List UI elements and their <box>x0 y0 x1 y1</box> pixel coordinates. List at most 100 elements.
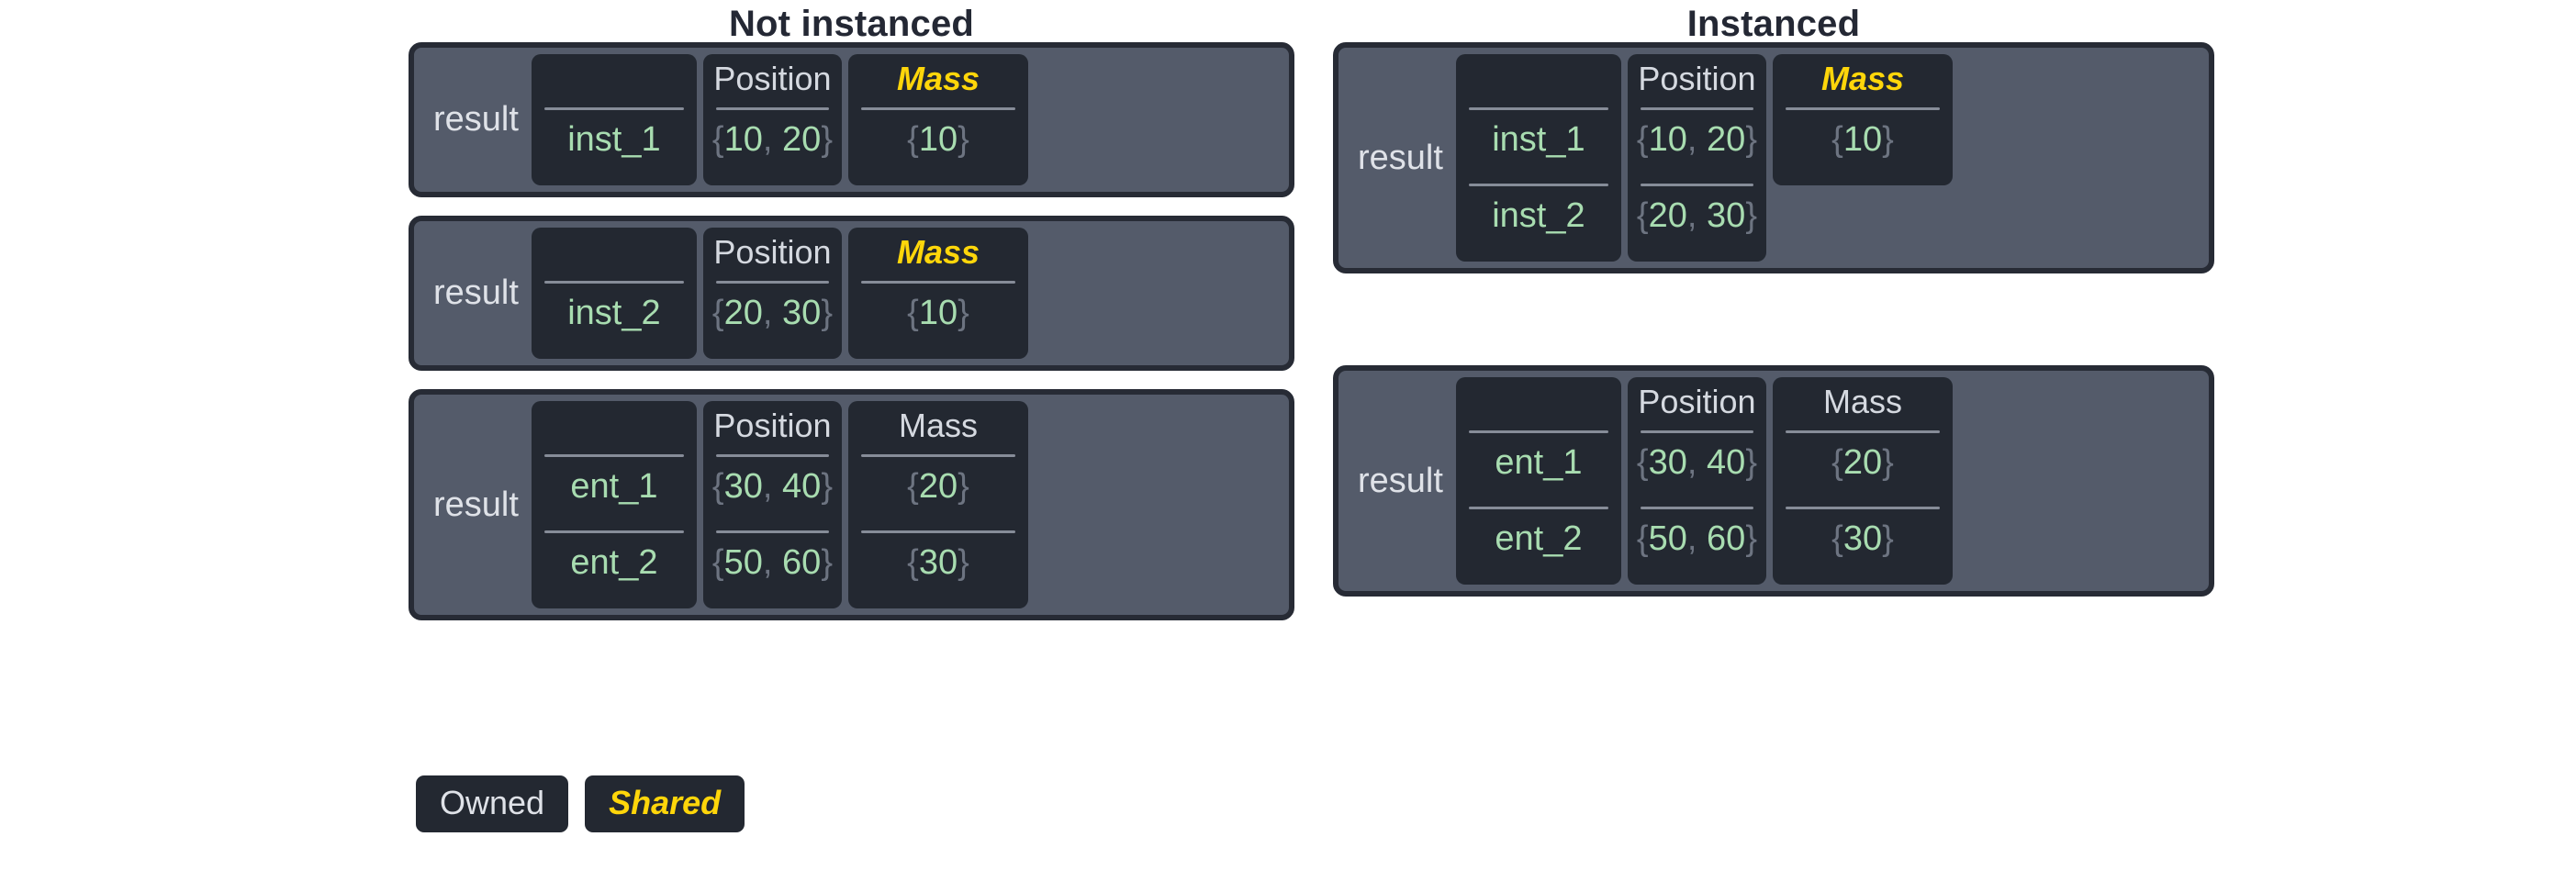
cell-divider <box>1786 430 1941 433</box>
cell-position: {20, 30} <box>1636 196 1758 235</box>
cell-mass: {20} <box>1831 443 1894 482</box>
result-table: result ent_1 ent_2 Position {30, 40} {50, 60… <box>409 389 1294 620</box>
cell-position: {10, 20} <box>711 120 834 159</box>
cell-divider <box>1640 430 1754 433</box>
column-group: inst_1 inst_2 Position {10, 20} {20, 30} Mass… <box>1455 54 2202 262</box>
cell-divider <box>861 530 1016 533</box>
cell-mass: {30} <box>1831 519 1894 558</box>
cell-name: inst_1 <box>567 120 661 159</box>
column-position: Position {20, 30} <box>702 228 843 359</box>
cell-name: ent_2 <box>1495 519 1583 558</box>
cell-divider <box>1468 507 1608 509</box>
cell-position: {30, 40} <box>711 467 834 506</box>
cell-divider <box>715 454 830 457</box>
column-header-position: Position <box>713 407 832 444</box>
cell-name: inst_1 <box>1492 120 1585 159</box>
result-table: result ent_1 ent_2 Position {30, 40} {50, 60… <box>1333 365 2214 597</box>
column-group: inst_2 Position {20, 30} Mass {10} <box>531 228 1282 359</box>
owner-label: result <box>1358 461 1443 500</box>
cell-divider <box>543 281 684 284</box>
column-header-mass: Mass <box>899 407 979 444</box>
owner-label: result <box>433 273 519 312</box>
column-header-mass: Mass <box>1823 383 1903 420</box>
cell-divider <box>1468 107 1608 110</box>
cell-divider <box>543 107 684 110</box>
owner-label: result <box>433 100 519 139</box>
column-header-name <box>1465 60 1612 100</box>
cell-divider <box>1468 430 1608 433</box>
column-header-mass: Mass <box>1820 60 1905 97</box>
column-group: ent_1 ent_2 Position {30, 40} {50, 60} Mass {2… <box>531 401 1282 608</box>
column-position: Position {30, 40} {50, 60} <box>1627 377 1767 585</box>
column-group: ent_1 ent_2 Position {30, 40} {50, 60} Mass {2… <box>1455 377 2202 585</box>
cell-divider <box>1640 507 1754 509</box>
cell-name: ent_2 <box>570 543 658 582</box>
cell-divider <box>861 107 1016 110</box>
column-header-position: Position <box>1638 383 1756 420</box>
column-name: inst_1 <box>531 54 697 185</box>
column-name: ent_1 ent_2 <box>1455 377 1621 585</box>
column-position: Position {10, 20} {20, 30} <box>1627 54 1767 262</box>
cell-mass: {10} <box>907 294 969 332</box>
cell-mass: {20} <box>907 467 969 506</box>
result-table: result inst_1 inst_2 Position {10, 20} {20, … <box>1333 42 2214 273</box>
cell-divider <box>1640 107 1754 110</box>
column-header-name <box>1465 383 1612 423</box>
column-name: ent_1 ent_2 <box>531 401 697 608</box>
cell-mass: {30} <box>907 543 969 582</box>
column-header-mass: Mass <box>896 233 980 271</box>
column-header-position: Position <box>1638 60 1756 97</box>
result-table: result inst_1 Position {10, 20} Mass {10} <box>409 42 1294 197</box>
column-mass: Mass {10} <box>848 228 1029 359</box>
cell-divider <box>1786 507 1941 509</box>
panel-title-not-instanced: Not instanced <box>728 4 975 44</box>
cell-position: {20, 30} <box>711 294 834 332</box>
cell-divider <box>715 107 830 110</box>
column-header-position: Position <box>713 60 832 97</box>
cell-name: ent_1 <box>1495 443 1583 482</box>
column-header-mass: Mass <box>896 60 980 97</box>
cell-divider <box>715 530 830 533</box>
legend-chip-shared[interactable]: Shared <box>585 775 745 832</box>
cell-divider <box>543 530 684 533</box>
column-header-name <box>541 407 688 447</box>
column-position: Position {10, 20} <box>702 54 843 185</box>
panel-title-instanced: Instanced <box>1686 4 1861 44</box>
column-position: Position {30, 40} {50, 60} <box>702 401 843 608</box>
legend-chip-owned[interactable]: Owned <box>416 775 569 832</box>
column-mass: Mass {20} {30} <box>1773 377 1954 585</box>
column-group: inst_1 Position {10, 20} Mass {10} <box>531 54 1282 185</box>
column-header-name <box>541 60 688 100</box>
cell-position: {10, 20} <box>1636 120 1758 159</box>
cell-divider <box>543 454 684 457</box>
column-name: inst_1 inst_2 <box>1455 54 1621 262</box>
owner-label: result <box>433 485 519 524</box>
cell-position: {30, 40} <box>1636 443 1758 482</box>
column-header-position: Position <box>713 233 832 271</box>
cell-name: inst_2 <box>1492 196 1585 235</box>
column-mass: Mass {20} {30} <box>848 401 1029 608</box>
cell-position: {50, 60} <box>711 543 834 582</box>
cell-divider <box>1468 184 1608 186</box>
cell-divider <box>715 281 830 284</box>
cell-mass: {10} <box>907 120 969 159</box>
column-header-name <box>541 233 688 273</box>
cell-divider <box>1786 107 1941 110</box>
cell-divider <box>861 281 1016 284</box>
cell-name: inst_2 <box>567 294 661 332</box>
column-mass: Mass {10} <box>1773 54 1954 185</box>
cell-position: {50, 60} <box>1636 519 1758 558</box>
owner-label: result <box>1358 138 1443 177</box>
cell-mass: {10} <box>1831 120 1894 159</box>
legend: Owned Shared <box>416 775 745 832</box>
cell-divider <box>1640 184 1754 186</box>
column-name: inst_2 <box>531 228 697 359</box>
result-table: result inst_2 Position {20, 30} Mass {10} <box>409 216 1294 371</box>
column-mass: Mass {10} <box>848 54 1029 185</box>
cell-name: ent_1 <box>570 467 658 506</box>
